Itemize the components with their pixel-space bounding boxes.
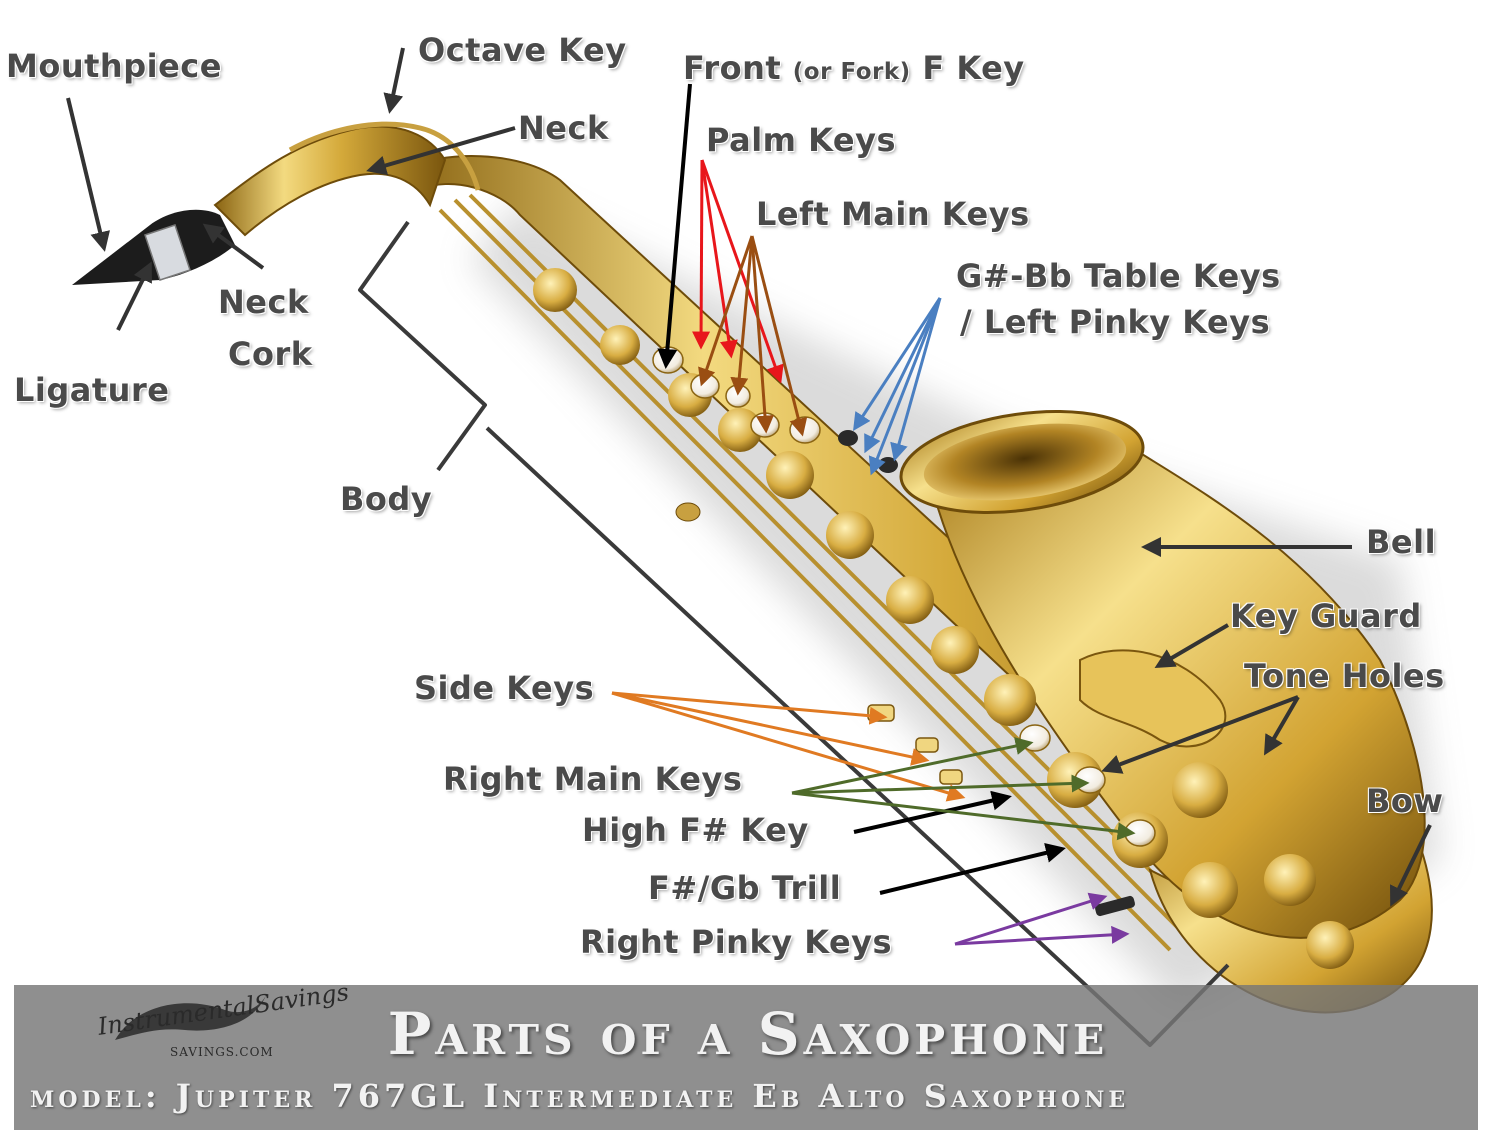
label-neck-cork-line2: Cork <box>228 335 313 373</box>
arrows-black <box>657 83 1066 895</box>
neck-tube <box>213 125 447 237</box>
label-right-main-keys: Right Main Keys <box>443 760 743 798</box>
arrows-table-keys <box>853 297 942 476</box>
title-banner <box>14 985 1478 1130</box>
label-palm-keys: Palm Keys <box>706 121 896 159</box>
arrows-dark <box>66 47 1432 907</box>
label-key-guard: Key Guard <box>1230 597 1422 635</box>
label-neck-cork-line1: Neck <box>218 283 309 321</box>
label-front-f-key-part3: F Key <box>910 49 1025 87</box>
label-table-keys-line1: G#-Bb Table Keys <box>956 257 1281 295</box>
label-high-fsharp-key: High F# Key <box>582 811 809 849</box>
label-bell: Bell <box>1366 523 1437 561</box>
saxophone-illustration <box>72 121 1433 1014</box>
label-ligature: Ligature <box>14 371 170 409</box>
ligature-band <box>144 224 191 281</box>
logo-mark <box>115 993 267 1040</box>
arrows-left-main-keys <box>698 235 808 437</box>
label-table-keys-line2: / Left Pinky Keys <box>960 303 1271 341</box>
label-right-pinky-keys: Right Pinky Keys <box>580 923 893 961</box>
label-front-f-key-part2: (or Fork) <box>792 59 911 85</box>
thumb-rest <box>675 502 701 522</box>
label-octave-key: Octave Key <box>418 31 627 69</box>
label-tone-holes: Tone Holes <box>1244 657 1445 695</box>
key-guard-plate <box>1079 649 1227 748</box>
octave-key-rod <box>288 121 481 191</box>
label-mouthpiece: Mouthpiece <box>6 47 222 85</box>
bell-mouth <box>923 423 1127 501</box>
banner-title: Parts of a Saxophone <box>387 1000 1109 1068</box>
arrows-right-main-keys <box>791 737 1136 841</box>
label-front-f-key-part1: Front <box>683 49 793 87</box>
arrows-side-keys <box>611 691 966 802</box>
label-bow: Bow <box>1366 782 1444 820</box>
label-left-main-keys: Left Main Keys <box>756 195 1030 233</box>
label-front-f-key: Front (or Fork) F Key <box>683 52 1025 84</box>
label-side-keys: Side Keys <box>414 669 595 707</box>
arrows-right-pinky-keys <box>954 892 1130 946</box>
label-neck: Neck <box>518 109 609 147</box>
banner-subtitle: model: Jupiter 767GL Intermediate Eb Alt… <box>30 1077 1130 1115</box>
label-fsharp-gb-trill: F#/Gb Trill <box>648 869 842 907</box>
label-body: Body <box>340 480 433 518</box>
logo-domain: SAVINGS.COM <box>170 1045 274 1059</box>
